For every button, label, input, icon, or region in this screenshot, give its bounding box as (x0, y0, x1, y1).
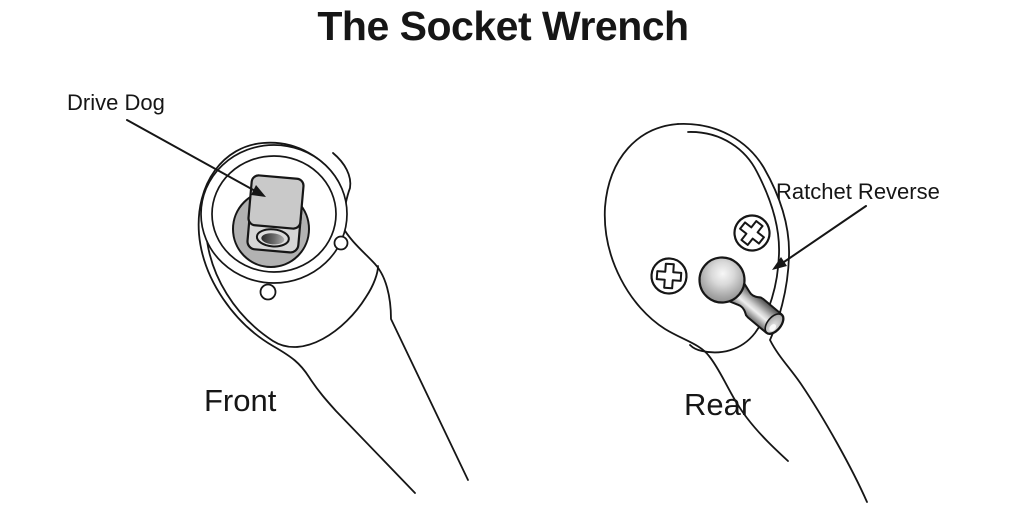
rear-caption: Rear (684, 387, 752, 422)
lever-ball (698, 256, 746, 304)
phillips-screw-upper-icon (733, 214, 771, 252)
rear-head-outline-left (603, 123, 789, 462)
drive-dog-label: Drive Dog (67, 90, 165, 115)
drive-dog-top-face (247, 174, 305, 230)
ratchet-reverse-arrow (772, 205, 867, 270)
lever-end-highlight (769, 324, 777, 332)
front-view (126, 119, 469, 494)
front-head-outline (197, 141, 469, 494)
diagram-title: The Socket Wrench (317, 3, 689, 49)
rear-head-outline-right (677, 123, 868, 503)
rear-cover-edge (687, 131, 780, 354)
drive-dog-arrow (126, 119, 266, 197)
front-screw-hole-lower (259, 283, 277, 301)
phillips-screw-left-icon (650, 257, 688, 295)
ratchet-reverse-label: Ratchet Reverse (776, 179, 940, 204)
front-caption: Front (204, 383, 277, 418)
front-screw-hole-right (333, 235, 349, 251)
drive-dog (246, 174, 305, 254)
rear-view (603, 123, 868, 503)
detent-ball (261, 233, 285, 245)
ratchet-reverse-lever (698, 256, 785, 335)
